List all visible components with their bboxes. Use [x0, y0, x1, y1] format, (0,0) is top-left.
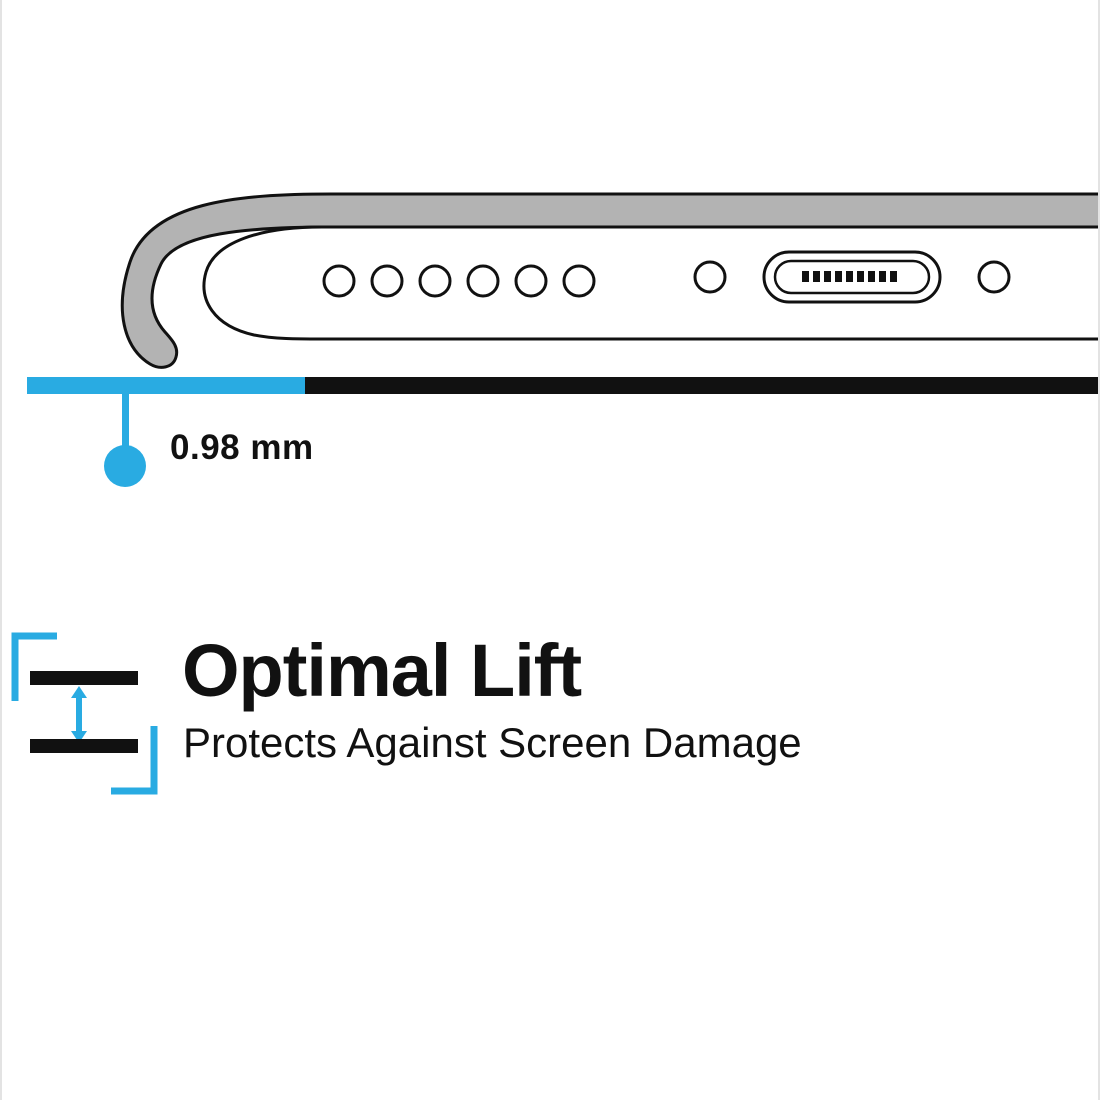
lift-icon-bracket-bottom-right: [111, 726, 158, 795]
lift-icon: [11, 632, 158, 795]
speaker-hole: [562, 264, 596, 298]
phone-case-illustration: [120, 192, 1098, 369]
feature-subtitle: Protects Against Screen Damage: [183, 719, 802, 766]
lift-icon-bracket-top-left: [11, 632, 57, 701]
speaker-hole: [322, 264, 356, 298]
measurement-pointer-line: [122, 394, 129, 452]
lift-icon-bar-top: [30, 671, 138, 685]
feature-title: Optimal Lift: [182, 629, 582, 712]
speaker-hole: [418, 264, 452, 298]
speaker-holes: [322, 264, 596, 298]
speaker-hole: [514, 264, 548, 298]
measurement-bar-case-lip: [27, 377, 305, 394]
measurement-bar-screen-level: [305, 377, 1098, 394]
charging-port-pins: [802, 271, 897, 282]
lift-icon-double-arrow: [71, 686, 87, 743]
speaker-hole: [466, 264, 500, 298]
case-edge-shape: [120, 192, 1098, 369]
charging-port: [762, 250, 942, 304]
measurement-label: 0.98 mm: [170, 428, 314, 467]
measurement-pointer-dot: [104, 445, 146, 487]
measurement-diagram: [27, 377, 1098, 487]
lift-icon-bar-bottom: [30, 739, 138, 753]
speaker-hole: [370, 264, 404, 298]
mic-hole-right: [977, 260, 1011, 294]
mic-hole-left: [693, 260, 727, 294]
